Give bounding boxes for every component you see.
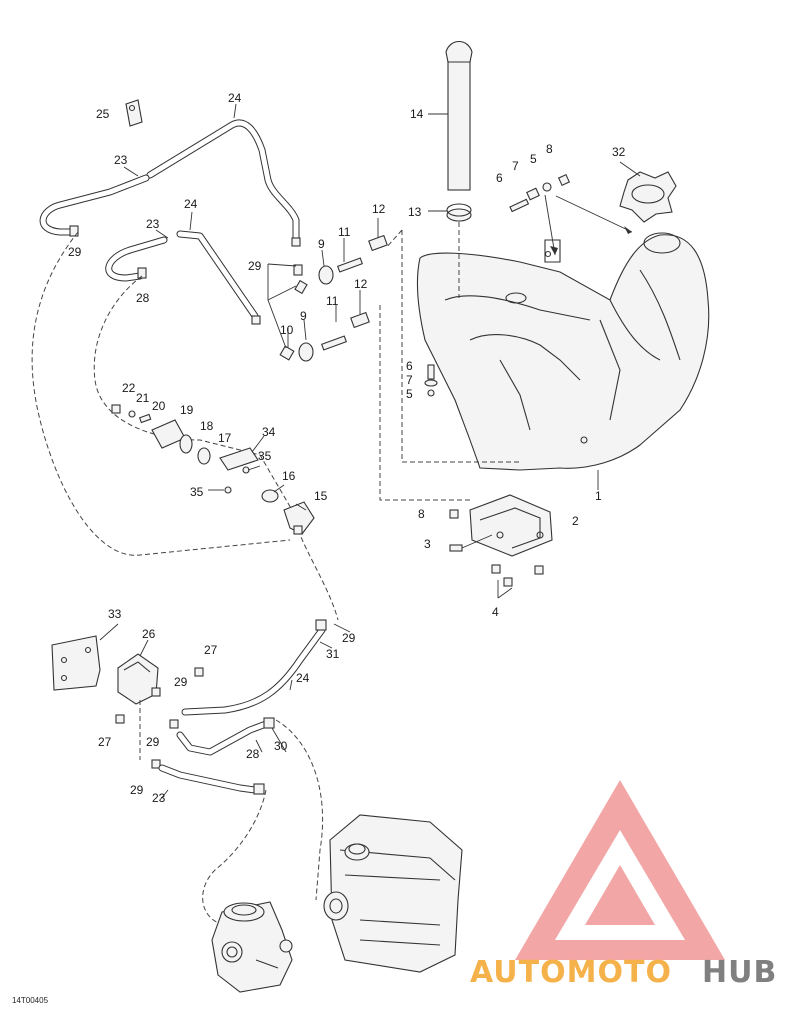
callout-5-top: 5 bbox=[530, 152, 537, 166]
watermark-logo: AUTOMOTO HUB bbox=[470, 780, 777, 990]
callout-10: 10 bbox=[280, 323, 294, 337]
callout-12-lower: 12 bbox=[354, 277, 368, 291]
callout-35-upper: 35 bbox=[258, 449, 272, 463]
callout-11-upper: 11 bbox=[338, 225, 351, 239]
callout-9-upper: 9 bbox=[318, 237, 325, 251]
callout-8-bracket: 8 bbox=[418, 507, 425, 521]
logo-text-primary: AUTOMOTO bbox=[470, 955, 672, 990]
callout-26: 26 bbox=[142, 627, 156, 641]
vent-fittings-upper bbox=[293, 234, 388, 295]
fuel-tank bbox=[417, 232, 710, 471]
callout-32: 32 bbox=[612, 145, 626, 159]
callout-12-upper: 12 bbox=[372, 202, 386, 216]
callout-19: 19 bbox=[180, 403, 194, 417]
callout-24-mid: 24 bbox=[184, 197, 198, 211]
callout-27-upper: 27 bbox=[204, 643, 218, 657]
callout-30: 30 bbox=[274, 739, 288, 753]
callout-15: 15 bbox=[314, 489, 328, 503]
callout-14: 14 bbox=[410, 107, 424, 121]
callout-5-side: 5 bbox=[406, 387, 413, 401]
callout-29-pump-a: 29 bbox=[174, 675, 188, 689]
callout-29-pump-b: 29 bbox=[146, 735, 160, 749]
logo-text-secondary: HUB bbox=[702, 955, 777, 990]
tank-bolt-set-top bbox=[509, 173, 571, 256]
callout-23-mid: 23 bbox=[146, 217, 160, 231]
callout-4: 4 bbox=[492, 605, 499, 619]
callout-6-top: 6 bbox=[496, 171, 503, 185]
callout-23-bottom: 23 bbox=[152, 791, 166, 805]
callout-28-upper: 28 bbox=[136, 291, 150, 305]
callout-24-lower: 24 bbox=[296, 671, 310, 685]
callout-22: 22 bbox=[122, 381, 136, 395]
fuel-pump-assembly bbox=[51, 635, 204, 769]
logo-triangle-core bbox=[585, 865, 655, 925]
leader-lines bbox=[99, 103, 641, 801]
hose-clip-25 bbox=[125, 99, 143, 127]
callout-34: 34 bbox=[262, 425, 276, 439]
tank-bolt-set-side bbox=[424, 364, 438, 397]
callout-21: 21 bbox=[136, 391, 150, 405]
callout-18: 18 bbox=[200, 419, 214, 433]
carburetor bbox=[211, 901, 293, 993]
fuel-cap bbox=[555, 171, 677, 234]
callout-29-mid: 29 bbox=[248, 259, 262, 273]
callout-20: 20 bbox=[152, 399, 166, 413]
callout-33: 33 bbox=[108, 607, 122, 621]
callout-23-top: 23 bbox=[114, 153, 128, 167]
callout-16: 16 bbox=[282, 469, 296, 483]
callout-28-lower: 28 bbox=[246, 747, 260, 761]
callout-25: 25 bbox=[96, 107, 110, 121]
assembly-guides bbox=[379, 229, 520, 501]
callout-11-lower: 11 bbox=[326, 294, 339, 308]
callout-29-top: 29 bbox=[68, 245, 82, 259]
callout-27-lower: 27 bbox=[98, 735, 112, 749]
engine-head bbox=[323, 814, 463, 973]
callout-labels: 1 2 3 4 5 5 6 6 7 7 8 8 9 9 10 11 11 12 … bbox=[12, 91, 626, 1005]
fuel-hoses-lower bbox=[158, 619, 327, 795]
callout-3: 3 bbox=[424, 537, 431, 551]
callout-8-top: 8 bbox=[546, 142, 553, 156]
callout-29-pump-c: 29 bbox=[130, 783, 144, 797]
fill-tube bbox=[445, 40, 473, 298]
callout-13: 13 bbox=[408, 205, 422, 219]
vent-fittings-lower bbox=[279, 311, 370, 362]
callout-31: 31 bbox=[326, 647, 340, 661]
callout-35-lower: 35 bbox=[190, 485, 204, 499]
callout-2: 2 bbox=[572, 514, 579, 528]
callout-9-lower: 9 bbox=[300, 309, 307, 323]
callout-1: 1 bbox=[595, 489, 602, 503]
tank-bracket bbox=[449, 494, 553, 599]
callout-6-side: 6 bbox=[406, 359, 413, 373]
callout-7-top: 7 bbox=[512, 159, 519, 173]
valve-assembly bbox=[111, 404, 315, 535]
vent-hoses bbox=[39, 119, 301, 325]
callout-17: 17 bbox=[218, 431, 232, 445]
callout-29-right: 29 bbox=[342, 631, 356, 645]
callout-24-top: 24 bbox=[228, 91, 242, 105]
diagram-code: 14T00405 bbox=[12, 996, 49, 1005]
callout-7-side: 7 bbox=[406, 373, 413, 387]
